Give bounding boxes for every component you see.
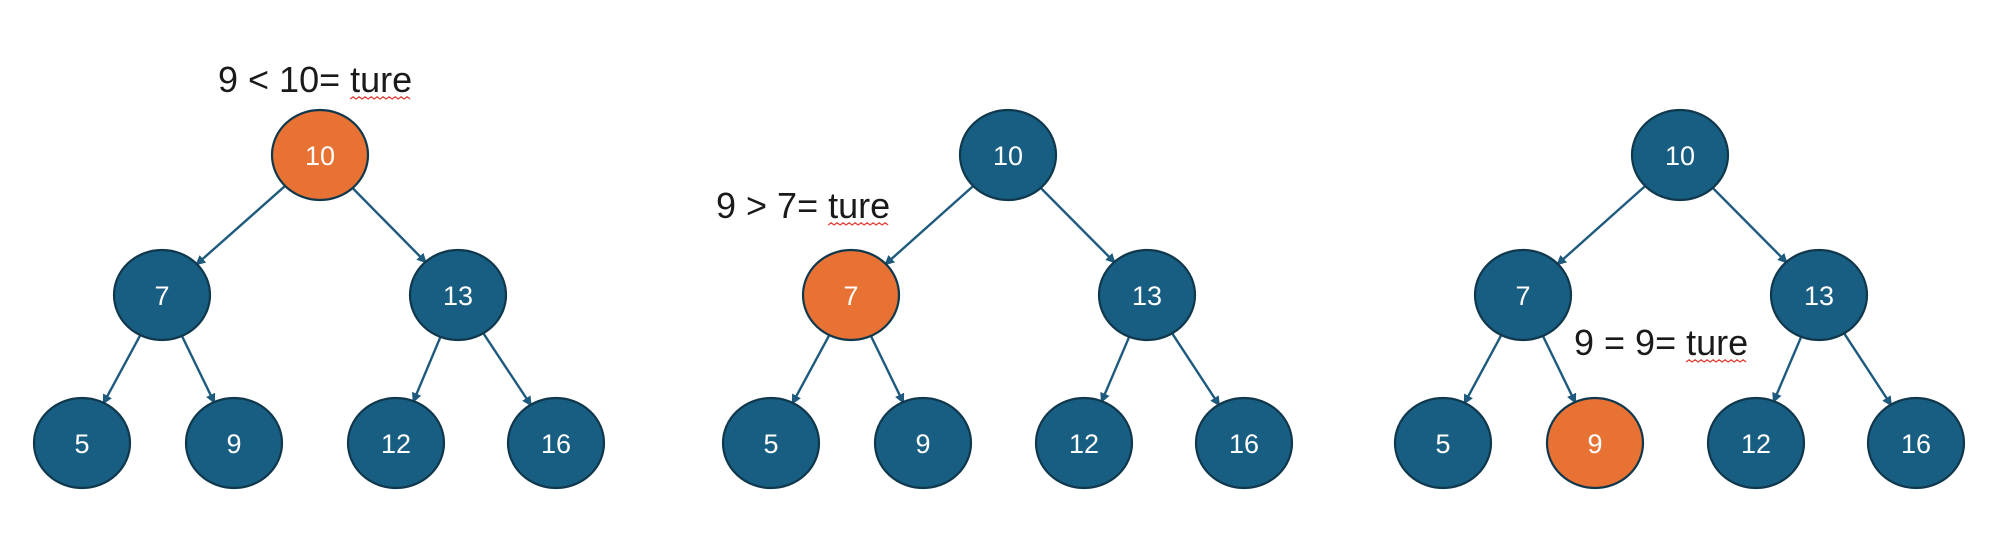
tree-node: 5 bbox=[721, 396, 821, 490]
node-value: 12 bbox=[1741, 429, 1771, 459]
spellcheck-underline bbox=[827, 221, 889, 226]
node-circle bbox=[1769, 248, 1869, 342]
tree-node: 10 bbox=[958, 108, 1058, 202]
tree-node-highlighted: 7 bbox=[801, 248, 901, 342]
node-circle bbox=[408, 248, 508, 342]
spellcheck-underline bbox=[349, 95, 411, 100]
tree-node: 10 bbox=[1630, 108, 1730, 202]
comparison-result-word: ture bbox=[350, 59, 412, 100]
tree-node: 9 bbox=[873, 396, 973, 490]
tree-node: 5 bbox=[32, 396, 132, 490]
tree-node: 12 bbox=[1706, 396, 1806, 490]
edge-arrow bbox=[195, 184, 287, 266]
node-circle bbox=[958, 108, 1058, 202]
tree-node: 5 bbox=[1393, 396, 1493, 490]
node-value: 12 bbox=[381, 429, 411, 459]
comparison-caption: 9 = 9= ture bbox=[1574, 322, 1748, 363]
comparison-expression: 9 < 10= bbox=[218, 59, 350, 100]
edge-arrow bbox=[412, 335, 442, 403]
comparison-result-word: ture bbox=[828, 185, 890, 226]
node-circle bbox=[270, 108, 370, 202]
tree-node: 12 bbox=[346, 396, 446, 490]
node-value: 9 bbox=[915, 429, 930, 459]
node-value: 12 bbox=[1069, 429, 1099, 459]
node-value: 7 bbox=[1515, 281, 1530, 311]
node-value: 10 bbox=[1665, 141, 1695, 171]
node-value: 7 bbox=[154, 281, 169, 311]
edge-arrow bbox=[1039, 186, 1116, 264]
node-value: 13 bbox=[443, 281, 473, 311]
comparison-caption: 9 < 10= ture bbox=[218, 59, 412, 100]
tree-panel-3: 10 7 13 5 9 12 16 9 = 9= ture bbox=[1393, 108, 1966, 490]
node-value: 13 bbox=[1804, 281, 1834, 311]
tree-node: 13 bbox=[1097, 248, 1197, 342]
node-value: 9 bbox=[226, 429, 241, 459]
tree-node: 7 bbox=[1473, 248, 1573, 342]
edge-arrow bbox=[1772, 335, 1803, 404]
edge-arrow bbox=[1463, 333, 1503, 405]
node-circle bbox=[1706, 396, 1806, 490]
edge-arrow bbox=[1100, 335, 1131, 404]
node-value: 16 bbox=[1229, 429, 1259, 459]
edge-arrow bbox=[791, 333, 831, 405]
comparison-caption: 9 > 7= ture bbox=[716, 185, 890, 226]
tree-node: 9 bbox=[184, 396, 284, 490]
tree-node: 16 bbox=[1866, 396, 1966, 490]
node-value: 7 bbox=[843, 281, 858, 311]
tree-node: 13 bbox=[408, 248, 508, 342]
tree-node: 12 bbox=[1034, 396, 1134, 490]
node-circle bbox=[1866, 396, 1966, 490]
edge-arrow bbox=[180, 334, 216, 404]
node-value: 10 bbox=[305, 141, 335, 171]
edge-arrow bbox=[1541, 334, 1577, 404]
node-value: 5 bbox=[1435, 429, 1450, 459]
node-value: 5 bbox=[763, 429, 778, 459]
node-circle bbox=[32, 396, 132, 490]
node-circle bbox=[721, 396, 821, 490]
tree-panel-1: 10 7 13 5 9 12 16 9 < 10= ture bbox=[32, 59, 606, 490]
node-circle bbox=[873, 396, 973, 490]
node-value: 5 bbox=[74, 429, 89, 459]
tree-node-highlighted: 10 bbox=[270, 108, 370, 202]
edge-arrow bbox=[481, 331, 532, 407]
node-circle bbox=[801, 248, 901, 342]
edge-arrow bbox=[884, 184, 975, 266]
edge-arrow bbox=[102, 333, 142, 405]
comparison-result-word: ture bbox=[1686, 322, 1748, 363]
node-circle bbox=[184, 396, 284, 490]
node-circle bbox=[1630, 108, 1730, 202]
node-circle bbox=[506, 396, 606, 490]
tree-node: 7 bbox=[112, 248, 212, 342]
node-value: 13 bbox=[1132, 281, 1162, 311]
node-circle bbox=[346, 396, 446, 490]
node-circle bbox=[1097, 248, 1197, 342]
edge-arrow bbox=[1842, 331, 1892, 407]
node-circle bbox=[1545, 396, 1645, 490]
tree-node-highlighted: 9 bbox=[1545, 396, 1645, 490]
comparison-expression: 9 > 7= bbox=[716, 185, 828, 226]
tree-panel-2: 10 7 13 5 9 12 16 9 > 7= ture bbox=[716, 108, 1294, 490]
node-value: 16 bbox=[1901, 429, 1931, 459]
node-circle bbox=[1473, 248, 1573, 342]
comparison-expression: 9 = 9= bbox=[1574, 322, 1686, 363]
node-value: 16 bbox=[541, 429, 571, 459]
tree-node: 16 bbox=[506, 396, 606, 490]
edge-arrow bbox=[869, 334, 905, 404]
edge-arrow bbox=[1170, 331, 1220, 407]
edge-arrow bbox=[351, 186, 427, 264]
tree-node: 13 bbox=[1769, 248, 1869, 342]
node-value: 10 bbox=[993, 141, 1023, 171]
edge-arrow bbox=[1711, 186, 1788, 264]
edge-arrow bbox=[1556, 184, 1647, 266]
node-circle bbox=[112, 248, 212, 342]
tree-node: 16 bbox=[1194, 396, 1294, 490]
node-circle bbox=[1034, 396, 1134, 490]
node-circle bbox=[1194, 396, 1294, 490]
node-circle bbox=[1393, 396, 1493, 490]
spellcheck-underline bbox=[1685, 358, 1747, 363]
node-value: 9 bbox=[1587, 429, 1602, 459]
